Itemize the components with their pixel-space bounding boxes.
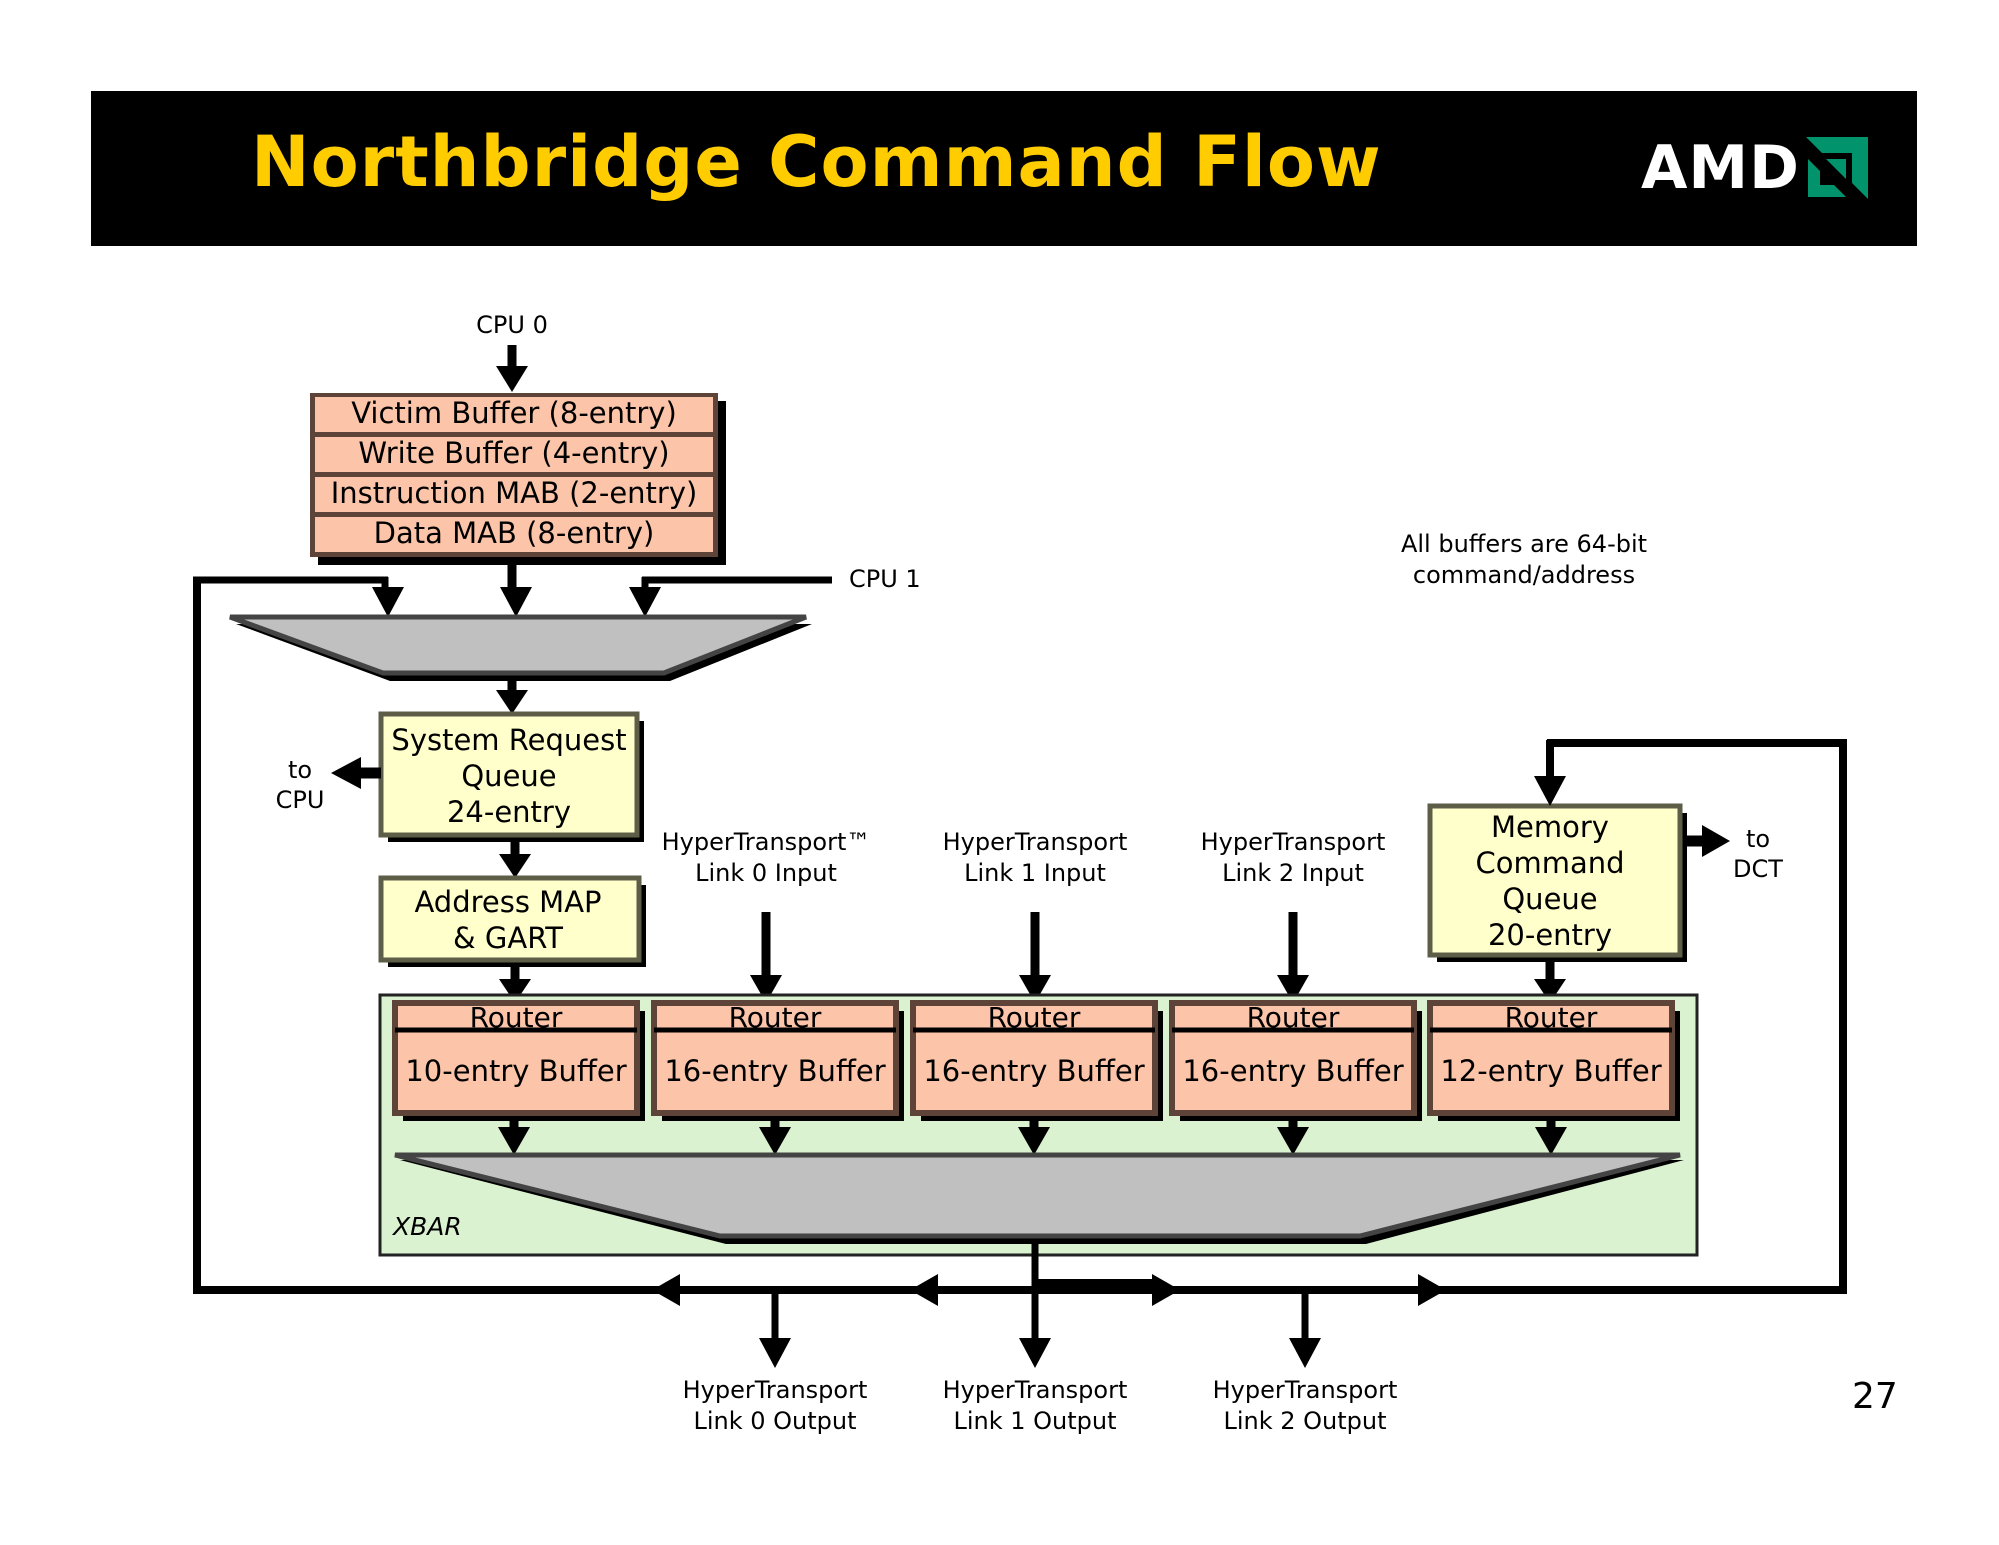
loop-left-arrow-head <box>372 587 404 617</box>
router-to-xbar-head <box>1277 1127 1309 1155</box>
to-cpu-label: CPU <box>276 786 325 814</box>
cpu-buffer-label: Victim Buffer (8-entry) <box>351 396 677 430</box>
address-map-gart <box>378 875 642 963</box>
to-dct-label: to <box>1746 825 1770 853</box>
amap-to-router-head <box>499 979 531 1003</box>
ht-output-label-0: Link 0 Output <box>693 1407 856 1435</box>
router-buffer-label: 16-entry Buffer <box>1182 1054 1403 1088</box>
cpu-buffer-row <box>315 517 713 552</box>
ht-output-arrow-head-2 <box>1289 1338 1321 1368</box>
cpu-buffer-label: Write Buffer (4-entry) <box>358 436 669 470</box>
xbar-label: XBAR <box>391 1212 462 1241</box>
ht-output-label-1: HyperTransport <box>943 1376 1128 1404</box>
cpu-buffer-label: Data MAB (8-entry) <box>374 516 655 550</box>
ht-input-label-1: HyperTransport <box>943 828 1128 856</box>
mcq-to-router-head <box>1534 979 1566 1003</box>
bus-arrow-right-2 <box>1418 1274 1446 1306</box>
ht-output-arrow-head-0 <box>759 1338 791 1368</box>
cpu1-arrow-head <box>629 587 661 617</box>
cpu0-label: CPU 0 <box>476 311 548 339</box>
xbar-mux <box>394 1152 1681 1239</box>
router-buffer-label: 12-entry Buffer <box>1440 1054 1661 1088</box>
ht-output-label-1: Link 1 Output <box>953 1407 1116 1435</box>
router-title: Router <box>988 1001 1081 1034</box>
address-map-gart-label: & GART <box>453 921 563 955</box>
ht-input-arrow-head-0 <box>750 975 782 1003</box>
router-to-xbar-head <box>498 1127 530 1155</box>
router-buffer-label: 10-entry Buffer <box>405 1054 626 1088</box>
to-dct-label: DCT <box>1733 855 1783 883</box>
ht-output-label-2: Link 2 Output <box>1223 1407 1386 1435</box>
to-cpu-head <box>331 757 361 789</box>
memory-command-queue <box>1427 803 1683 958</box>
router-box <box>651 1000 899 1116</box>
router-title: Router <box>729 1001 822 1034</box>
ht-output-arrow-head-1 <box>1019 1338 1051 1368</box>
cpu-buffer-row <box>315 397 713 432</box>
address-map-gart-label: Address MAP <box>414 885 601 919</box>
router-title: Router <box>1505 1001 1598 1034</box>
ht-input-label-0: Link 0 Input <box>695 859 837 887</box>
router-box <box>1169 1000 1417 1116</box>
system-request-queue-label: System Request <box>391 723 626 757</box>
request-mux <box>229 614 807 676</box>
ht-output-label-0: HyperTransport <box>683 1376 868 1404</box>
router-buffer-label: 16-entry Buffer <box>923 1054 1144 1088</box>
loop-right-arrow-head <box>1534 776 1566 806</box>
cpu-buffer-to-mux-head <box>500 587 532 617</box>
bus-arrow-right-1 <box>1152 1274 1180 1306</box>
ht-input-label-2: HyperTransport <box>1201 828 1386 856</box>
router-to-xbar-head <box>1535 1127 1567 1155</box>
router-title: Router <box>1247 1001 1340 1034</box>
router-title: Router <box>470 1001 563 1034</box>
ht-output-label-2: HyperTransport <box>1213 1376 1398 1404</box>
ht-input-label-0: HyperTransport™ <box>662 828 871 856</box>
slide-title: Northbridge Command Flow <box>251 121 1382 203</box>
system-request-queue-label: Queue <box>461 759 556 793</box>
system-request-queue-label: 24-entry <box>447 795 571 829</box>
ht-input-arrow-head-1 <box>1019 975 1051 1003</box>
amd-logo: AMD <box>1641 133 1868 203</box>
router-to-xbar-head <box>1018 1127 1050 1155</box>
bus-arrow-left-2 <box>910 1274 938 1306</box>
to-dct-head <box>1702 825 1730 857</box>
memory-command-queue-label: Command <box>1475 846 1624 880</box>
router-box <box>910 1000 1158 1116</box>
slide-header: Northbridge Command Flow AMD <box>91 91 1917 246</box>
cpu-buffer-row <box>315 437 713 472</box>
router-box <box>1427 1000 1675 1116</box>
cpu-buffer-label: Instruction MAB (2-entry) <box>331 476 698 510</box>
cpu-buffer-row <box>315 477 713 512</box>
buffers-note: All buffers are 64-bit <box>1401 530 1647 558</box>
ht-input-arrow-head-2 <box>1277 975 1309 1003</box>
memory-command-queue-label: Memory <box>1491 810 1609 844</box>
router-to-xbar-head <box>759 1127 791 1155</box>
amd-logo-text: AMD <box>1641 133 1800 203</box>
cpu0-arrow-head <box>496 366 528 392</box>
buffers-note: command/address <box>1413 561 1635 589</box>
ht-input-label-2: Link 2 Input <box>1222 859 1364 887</box>
page-number: 27 <box>1852 1376 1898 1417</box>
ht-input-label-1: Link 1 Input <box>964 859 1106 887</box>
mux-to-srq-head <box>496 690 528 714</box>
router-buffer-label: 16-entry Buffer <box>664 1054 885 1088</box>
bus-arrow-left-1 <box>652 1274 680 1306</box>
srq-to-amap-head <box>499 854 531 878</box>
memory-command-queue-label: 20-entry <box>1488 918 1612 952</box>
memory-command-queue-label: Queue <box>1502 882 1597 916</box>
to-cpu-label: to <box>288 756 312 784</box>
router-box <box>392 1000 640 1116</box>
amd-arrow-icon <box>1805 137 1868 199</box>
cpu1-label: CPU 1 <box>849 565 921 593</box>
